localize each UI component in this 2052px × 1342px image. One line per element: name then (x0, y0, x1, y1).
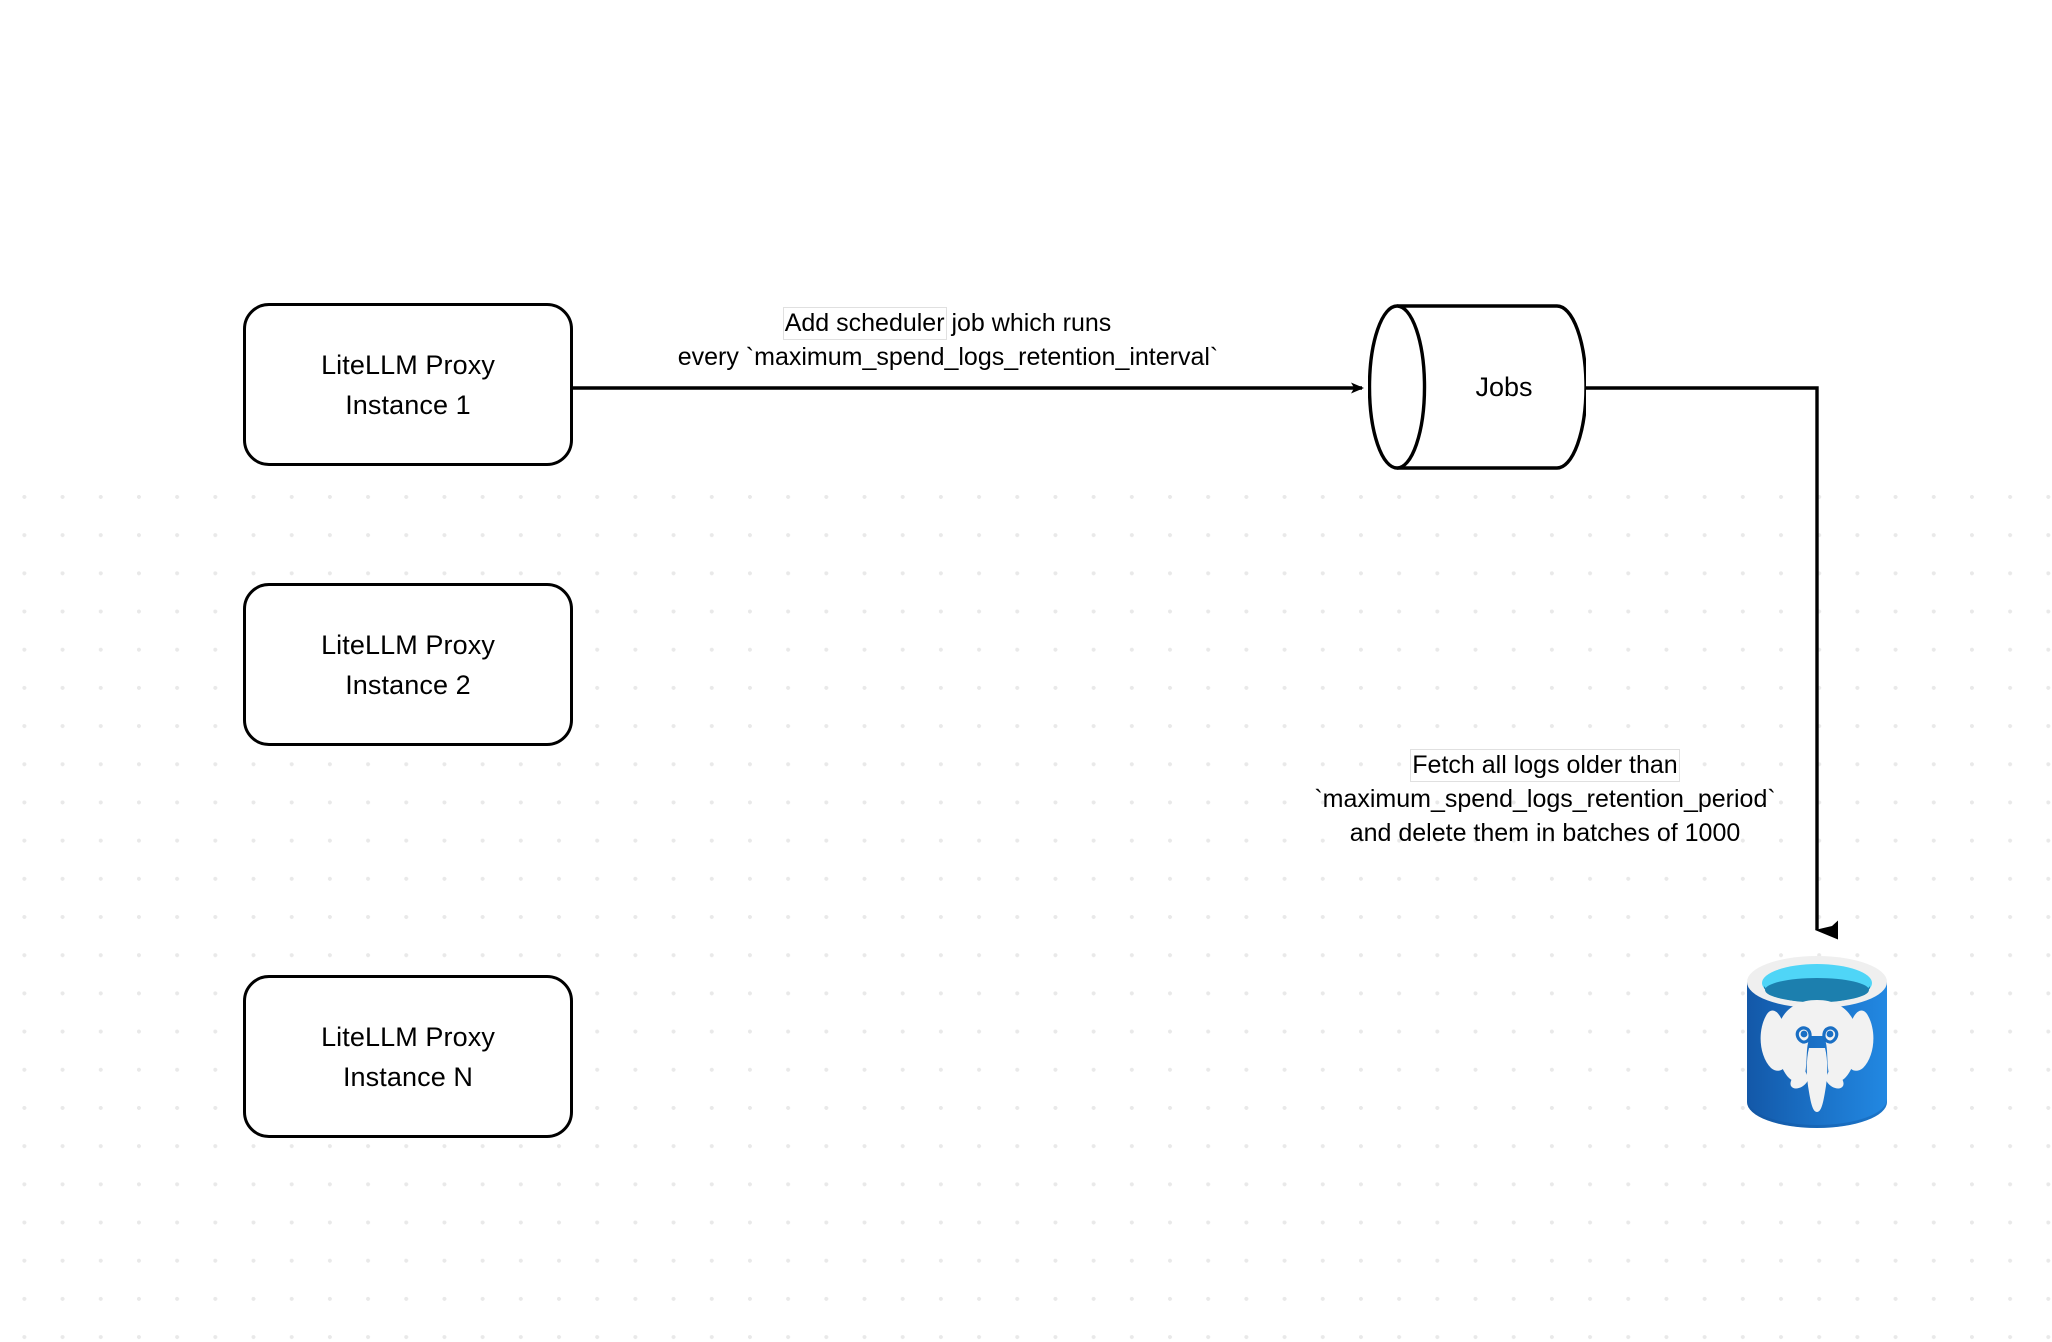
node-litellm-proxy-instance-2[interactable]: LiteLLM Proxy Instance 2 (243, 583, 573, 746)
edge-label-line-1-rest: job which runs (944, 309, 1112, 337)
edge-label-line-2: every `maximum_spend_logs_retention_inte… (677, 343, 1219, 371)
node-label-line2: Instance N (342, 1061, 474, 1092)
edge-label-fetch: Fetch all logs older than `maximum_spend… (1255, 748, 1835, 850)
node-jobs-label: Jobs (1475, 371, 1533, 402)
edge-label-line-1: Fetch all logs older than (1255, 748, 1835, 782)
edge-label-line-2: `maximum_spend_logs_retention_period` (1314, 785, 1776, 813)
edge-label-highlight: Fetch all logs older than (1410, 749, 1680, 782)
node-postgres-database[interactable] (1743, 952, 1891, 1134)
edge-label-line-3: and delete them in batches of 1000 (1349, 819, 1741, 847)
edge-label-line-1: Add scheduler job which runs (598, 306, 1298, 340)
node-jobs-queue[interactable]: Jobs (1368, 303, 1586, 471)
node-litellm-proxy-instance-n[interactable]: LiteLLM Proxy Instance N (243, 975, 573, 1138)
node-litellm-proxy-instance-1[interactable]: LiteLLM Proxy Instance 1 (243, 303, 573, 466)
node-label-line1: LiteLLM Proxy (321, 1021, 495, 1052)
node-label-line1: LiteLLM Proxy (321, 629, 495, 660)
node-label-line1: LiteLLM Proxy (321, 349, 495, 380)
node-label-line2: Instance 2 (345, 669, 471, 700)
node-label-line2: Instance 1 (345, 389, 471, 420)
edge-label-highlight: Add scheduler (782, 307, 947, 340)
cylinder-icon (1368, 304, 1586, 470)
edge-label-scheduler: Add scheduler job which runs every `maxi… (598, 306, 1298, 374)
postgresql-icon (1747, 956, 1887, 1128)
